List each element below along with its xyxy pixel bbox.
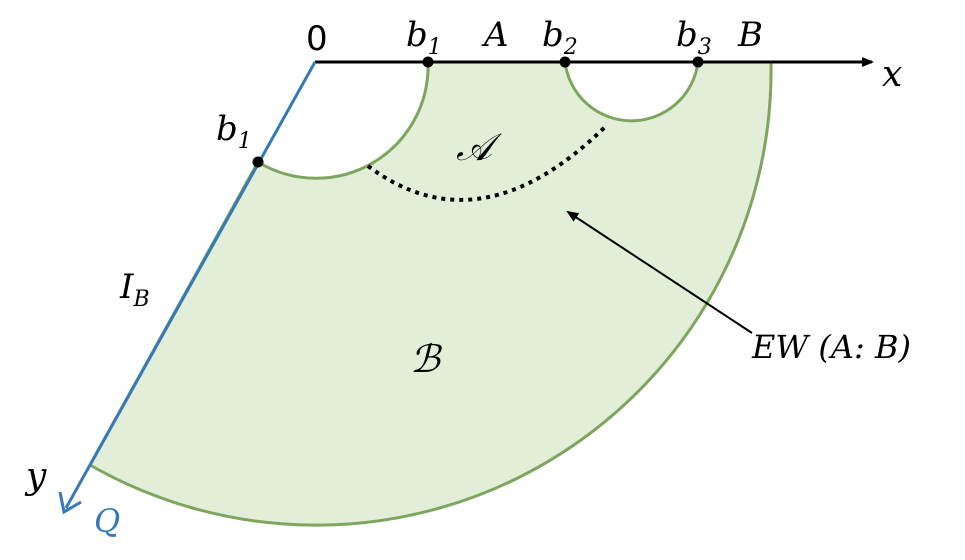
ew-pointer-arrow [566,210,753,334]
label-x-axis: x [882,54,902,95]
label-b1-top: b1 [406,15,442,60]
brane-arrowhead [58,491,82,515]
label-origin: 0 [306,19,328,59]
label-y-axis: y [24,456,47,497]
point-b3 [692,56,704,68]
label-A-top: A [481,15,509,55]
label-ew: EW (A: B) [751,328,911,366]
label-I-B: IB [119,267,150,312]
point-b1-top [422,56,434,68]
point-b2 [559,56,571,68]
label-b1-side: b1 [216,109,252,154]
point-b1-side [252,156,264,168]
label-b3: b3 [676,15,712,60]
label-b2: b2 [542,15,578,60]
label-Q: Q [94,502,120,540]
label-region-B: ℬ [410,337,443,381]
region-wedge [88,60,773,527]
label-B-top: B [737,15,763,55]
brane-q-line [64,61,317,509]
